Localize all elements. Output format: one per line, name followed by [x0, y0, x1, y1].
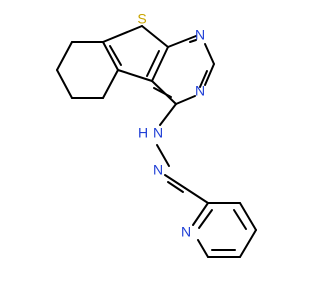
- nitrogen-atom-label: N: [195, 27, 205, 43]
- bond: [233, 209, 247, 230]
- bond: [141, 25, 169, 48]
- bond: [102, 41, 119, 71]
- nitrogen-atom-label: N: [153, 162, 163, 178]
- bond: [159, 103, 177, 126]
- bond: [102, 69, 119, 99]
- bonds: [56, 25, 257, 258]
- structure-diagram: S N N N H N N: [0, 0, 300, 300]
- bond: [151, 46, 169, 82]
- bond: [146, 50, 160, 77]
- hydrogen-atom-label: H: [138, 125, 148, 141]
- bond: [175, 95, 196, 105]
- bond: [117, 69, 153, 82]
- bond: [204, 63, 215, 86]
- nitrogen-atom-label: N: [181, 224, 191, 240]
- bond: [167, 181, 184, 193]
- nitrogen-atom-label: N: [153, 125, 163, 141]
- bond: [156, 144, 170, 167]
- bond: [189, 39, 197, 43]
- bond: [164, 174, 186, 189]
- bond: [204, 43, 215, 65]
- background: [0, 0, 300, 300]
- bond: [184, 187, 209, 204]
- bond: [192, 202, 209, 226]
- bond: [239, 229, 257, 258]
- bond: [56, 69, 73, 99]
- sulfur-atom-label: S: [137, 11, 146, 27]
- molecule-drawing: S N N N H N N: [0, 0, 300, 300]
- nitrogen-atom-label: N: [195, 83, 205, 99]
- atom-labels: S N N N H N N: [137, 11, 205, 240]
- bond: [198, 209, 213, 229]
- bond: [239, 202, 257, 231]
- bond: [153, 87, 172, 98]
- bond: [109, 45, 122, 66]
- bond: [56, 41, 73, 71]
- bond: [102, 25, 143, 43]
- bond: [167, 35, 197, 48]
- bond: [199, 70, 208, 88]
- bond: [197, 239, 209, 258]
